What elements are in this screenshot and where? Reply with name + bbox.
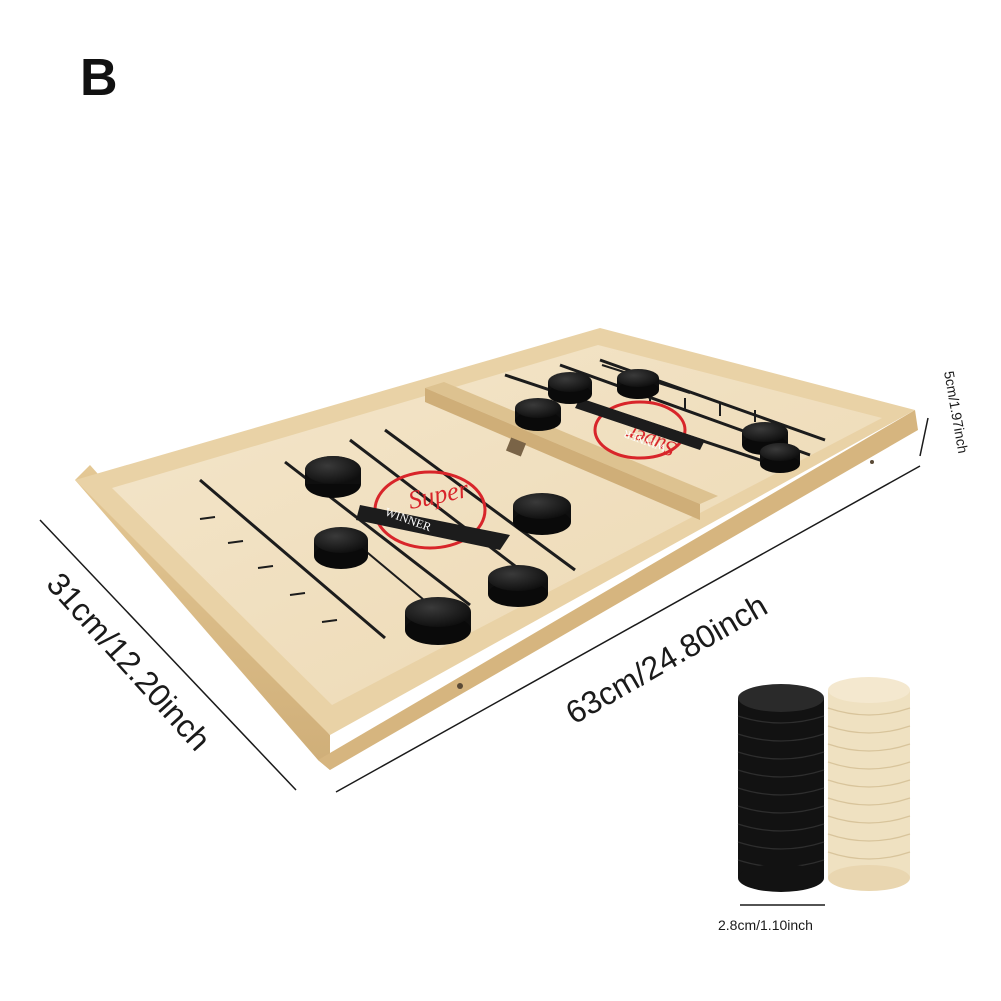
puck (405, 597, 471, 645)
center-divider (425, 382, 718, 504)
height-dimension: 5cm/1.97inch (941, 370, 971, 455)
puck (515, 398, 561, 431)
puck (314, 527, 368, 569)
divider-slot (505, 437, 527, 457)
puck-dimension: 2.8cm/1.10inch (718, 917, 813, 933)
puck (548, 372, 592, 404)
game-board: Super WINNER Super WINNER (75, 328, 918, 770)
variant-label: B (80, 49, 118, 107)
left-ticks (199, 516, 338, 623)
puck (305, 456, 361, 498)
puck (513, 493, 571, 535)
wood-puck-stack (827, 677, 911, 891)
black-puck-stack (737, 684, 825, 892)
board-front-side (318, 410, 918, 770)
puck (617, 369, 659, 399)
board-pucks (305, 369, 800, 645)
dimension-lines (39, 417, 929, 906)
puck (760, 443, 800, 473)
puck (488, 565, 548, 607)
